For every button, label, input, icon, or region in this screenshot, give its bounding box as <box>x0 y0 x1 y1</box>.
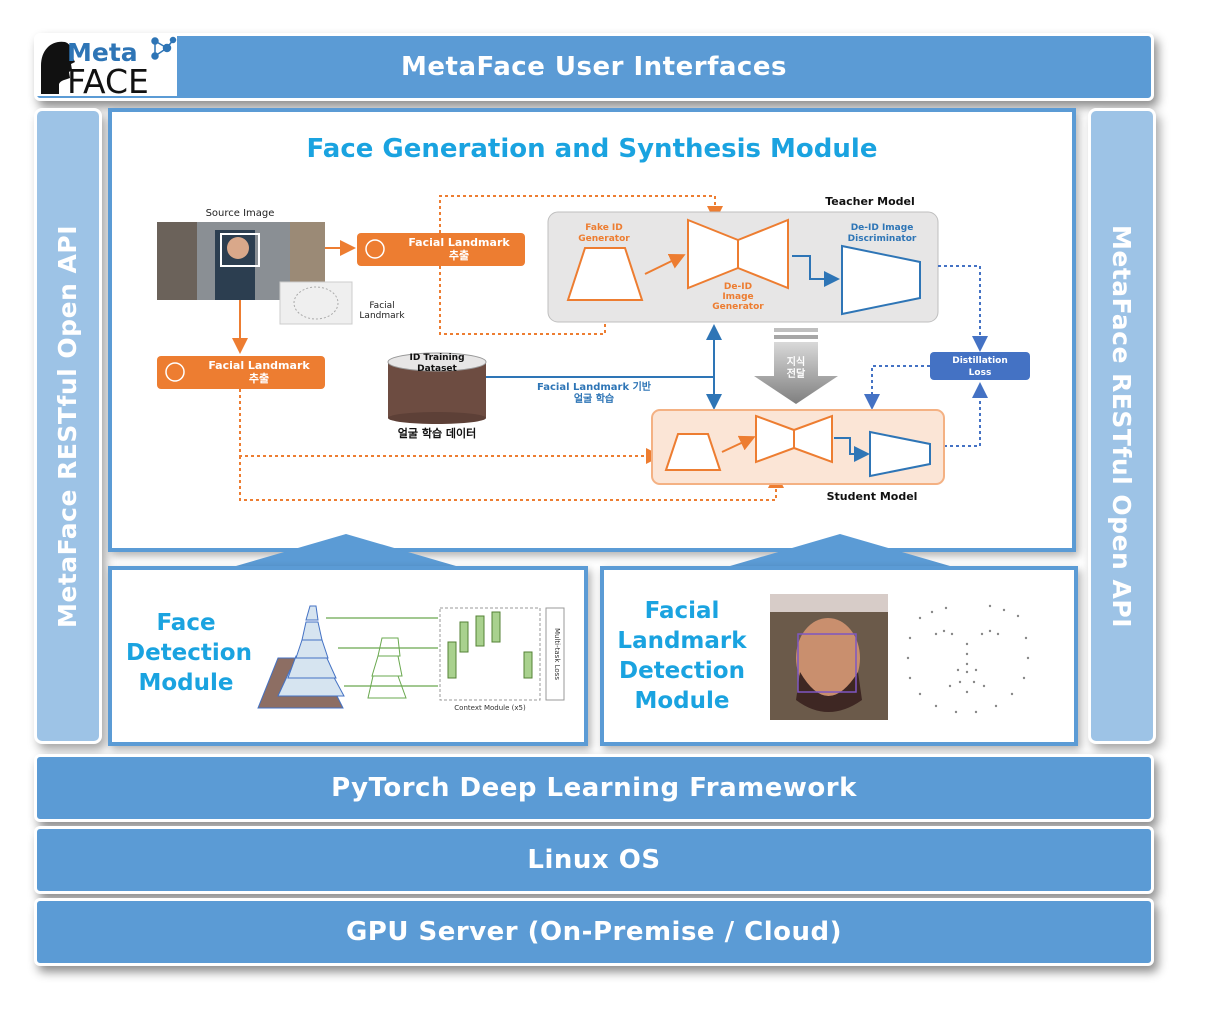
user-interfaces-layer: MetaFace User Interfaces <box>34 33 1154 101</box>
source-image-label: Source Image <box>206 208 275 219</box>
face-detection-network-figure: Context Module (x5) Multi-task Loss <box>257 605 565 712</box>
landmark-title-1: Facial <box>644 598 720 624</box>
teacher-model-label: Teacher Model <box>825 195 915 208</box>
landmark-title-2: Landmark <box>617 628 747 654</box>
student-discriminator-net <box>869 430 931 478</box>
user-interfaces-label: MetaFace User Interfaces <box>401 52 787 82</box>
deid-discriminator-net <box>841 244 921 316</box>
gpu-server-label: GPU Server (On-Premise / Cloud) <box>345 917 843 947</box>
facial-landmark-label-2: Landmark <box>359 311 405 321</box>
face-detection-title-3: Module <box>138 670 234 696</box>
fake-id-generator-label-2: Generator <box>578 234 630 244</box>
student-deid-generator-net <box>755 414 833 464</box>
dataset-caption: 얼굴 학습 데이터 <box>398 426 477 440</box>
deid-generator-label-2: Image <box>722 292 753 302</box>
metaface-logo: Meta FACE <box>37 36 177 101</box>
extract-left-line2: 추출 <box>249 371 269 385</box>
multi-task-loss-label: Multi-task Loss <box>553 628 561 680</box>
knowledge-transfer-arrow: 지식 전달 <box>754 328 838 404</box>
dataset-label-1: ID Training <box>409 353 464 363</box>
landmark-title-3: Detection <box>619 658 745 684</box>
discriminator-label-1: De-ID Image <box>851 223 914 233</box>
knowledge-transfer-2: 전달 <box>787 367 806 380</box>
landmark-extract-box-left: Facial Landmark 추출 <box>157 356 325 389</box>
student-generator-net <box>664 433 722 471</box>
face-silhouette-icon: Meta FACE <box>41 36 177 101</box>
face-detection-module-title: Face Detection Module <box>126 608 252 698</box>
landmark-points-plot <box>906 604 1030 714</box>
student-model-label: Student Model <box>827 490 918 503</box>
linux-label: Linux OS <box>527 845 661 875</box>
logo-face-text: FACE <box>67 62 149 96</box>
face-detection-title-1: Face <box>156 610 216 636</box>
deid-generator-net <box>687 218 789 290</box>
landmark-face-sketch <box>279 281 353 325</box>
api-column-right: MetaFace RESTful Open API <box>1088 108 1156 744</box>
extract-top-line2: 추출 <box>449 248 469 262</box>
knowledge-transfer-1: 지식 <box>787 355 805 368</box>
pytorch-label: PyTorch Deep Learning Framework <box>331 773 857 803</box>
landmark-title-4: Module <box>634 688 730 714</box>
discriminator-label-2: Discriminator <box>848 234 917 244</box>
face-detection-title-2: Detection <box>126 640 252 666</box>
landmark-detection-module-title: Facial Landmark Detection Module <box>612 596 752 716</box>
deid-generator-label-3: Generator <box>712 302 764 312</box>
learning-label-1: Facial Landmark 기반 <box>537 380 652 393</box>
api-column-left: MetaFace RESTful Open API <box>34 108 102 744</box>
source-image-photo <box>157 222 325 300</box>
connector-landmark-detection <box>730 534 950 566</box>
facial-landmark-label-1: Facial <box>369 301 394 311</box>
pytorch-layer: PyTorch Deep Learning Framework <box>34 754 1154 822</box>
distillation-loss-2: Loss <box>969 368 992 378</box>
extract-top-line1: Facial Landmark <box>408 236 510 249</box>
distillation-loss-box <box>930 352 1030 380</box>
distillation-loss-1: Distillation <box>952 356 1008 366</box>
gpu-server-layer: GPU Server (On-Premise / Cloud) <box>34 898 1154 966</box>
id-training-dataset-icon: ID Training Dataset <box>387 352 487 424</box>
face-detection-module-panel <box>108 566 588 746</box>
context-module-label: Context Module (x5) <box>454 704 526 712</box>
logo-meta-text: Meta <box>67 38 138 67</box>
face-generation-module-title: Face Generation and Synthesis Module <box>306 134 878 164</box>
linux-layer: Linux OS <box>34 826 1154 894</box>
extract-left-line1: Facial Landmark <box>208 359 310 372</box>
fake-id-generator-label-1: Fake ID <box>585 223 623 233</box>
dataset-label-2: Dataset <box>417 364 457 374</box>
learning-label-2: 얼굴 학습 <box>574 392 614 405</box>
deid-generator-label-1: De-ID <box>724 282 752 292</box>
molecule-icon <box>151 36 177 60</box>
landmark-extract-box-top: Facial Landmark 추출 <box>357 233 525 266</box>
connector-face-detection <box>236 534 456 566</box>
landmark-detection-figure <box>770 594 1030 720</box>
fake-id-generator-net <box>566 247 644 301</box>
